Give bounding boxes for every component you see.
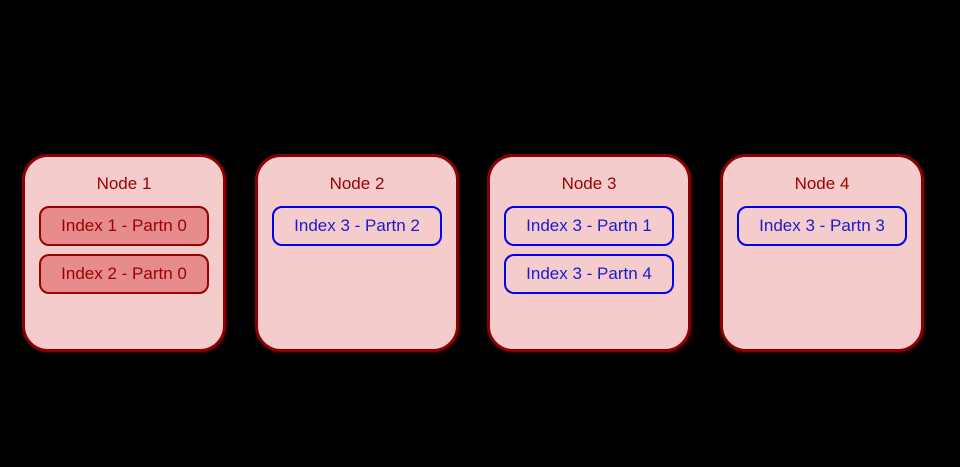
partition-box: Index 3 - Partn 4 — [504, 254, 674, 294]
node-title: Node 4 — [794, 174, 850, 193]
partition-list: Index 3 - Partn 3 — [723, 206, 921, 246]
node-card-2: Node 2 Index 3 - Partn 2 — [255, 154, 459, 352]
node-card-4: Node 4 Index 3 - Partn 3 — [720, 154, 924, 352]
partition-box: Index 3 - Partn 1 — [504, 206, 674, 246]
node-card-1: Node 1 Index 1 - Partn 0 Index 2 - Partn 0 — [22, 154, 226, 352]
partition-box: Index 3 - Partn 2 — [272, 206, 442, 246]
partition-label: Index 3 - Partn 3 — [759, 216, 885, 235]
node-title: Node 1 — [96, 174, 152, 193]
node-title: Node 3 — [561, 174, 617, 193]
partition-box: Index 3 - Partn 3 — [737, 206, 907, 246]
partition-label: Index 3 - Partn 2 — [294, 216, 420, 235]
partition-box: Index 2 - Partn 0 — [39, 254, 209, 294]
node-title: Node 2 — [329, 174, 385, 193]
partition-list: Index 3 - Partn 2 — [258, 206, 456, 246]
partition-list: Index 1 - Partn 0 Index 2 - Partn 0 — [25, 206, 223, 294]
partition-label: Index 3 - Partn 4 — [526, 264, 652, 283]
partition-label: Index 3 - Partn 1 — [526, 216, 652, 235]
partition-label: Index 1 - Partn 0 — [61, 216, 187, 235]
partition-label: Index 2 - Partn 0 — [61, 264, 187, 283]
partition-box: Index 1 - Partn 0 — [39, 206, 209, 246]
partition-list: Index 3 - Partn 1 Index 3 - Partn 4 — [490, 206, 688, 294]
node-card-3: Node 3 Index 3 - Partn 1 Index 3 - Partn 4 — [487, 154, 691, 352]
